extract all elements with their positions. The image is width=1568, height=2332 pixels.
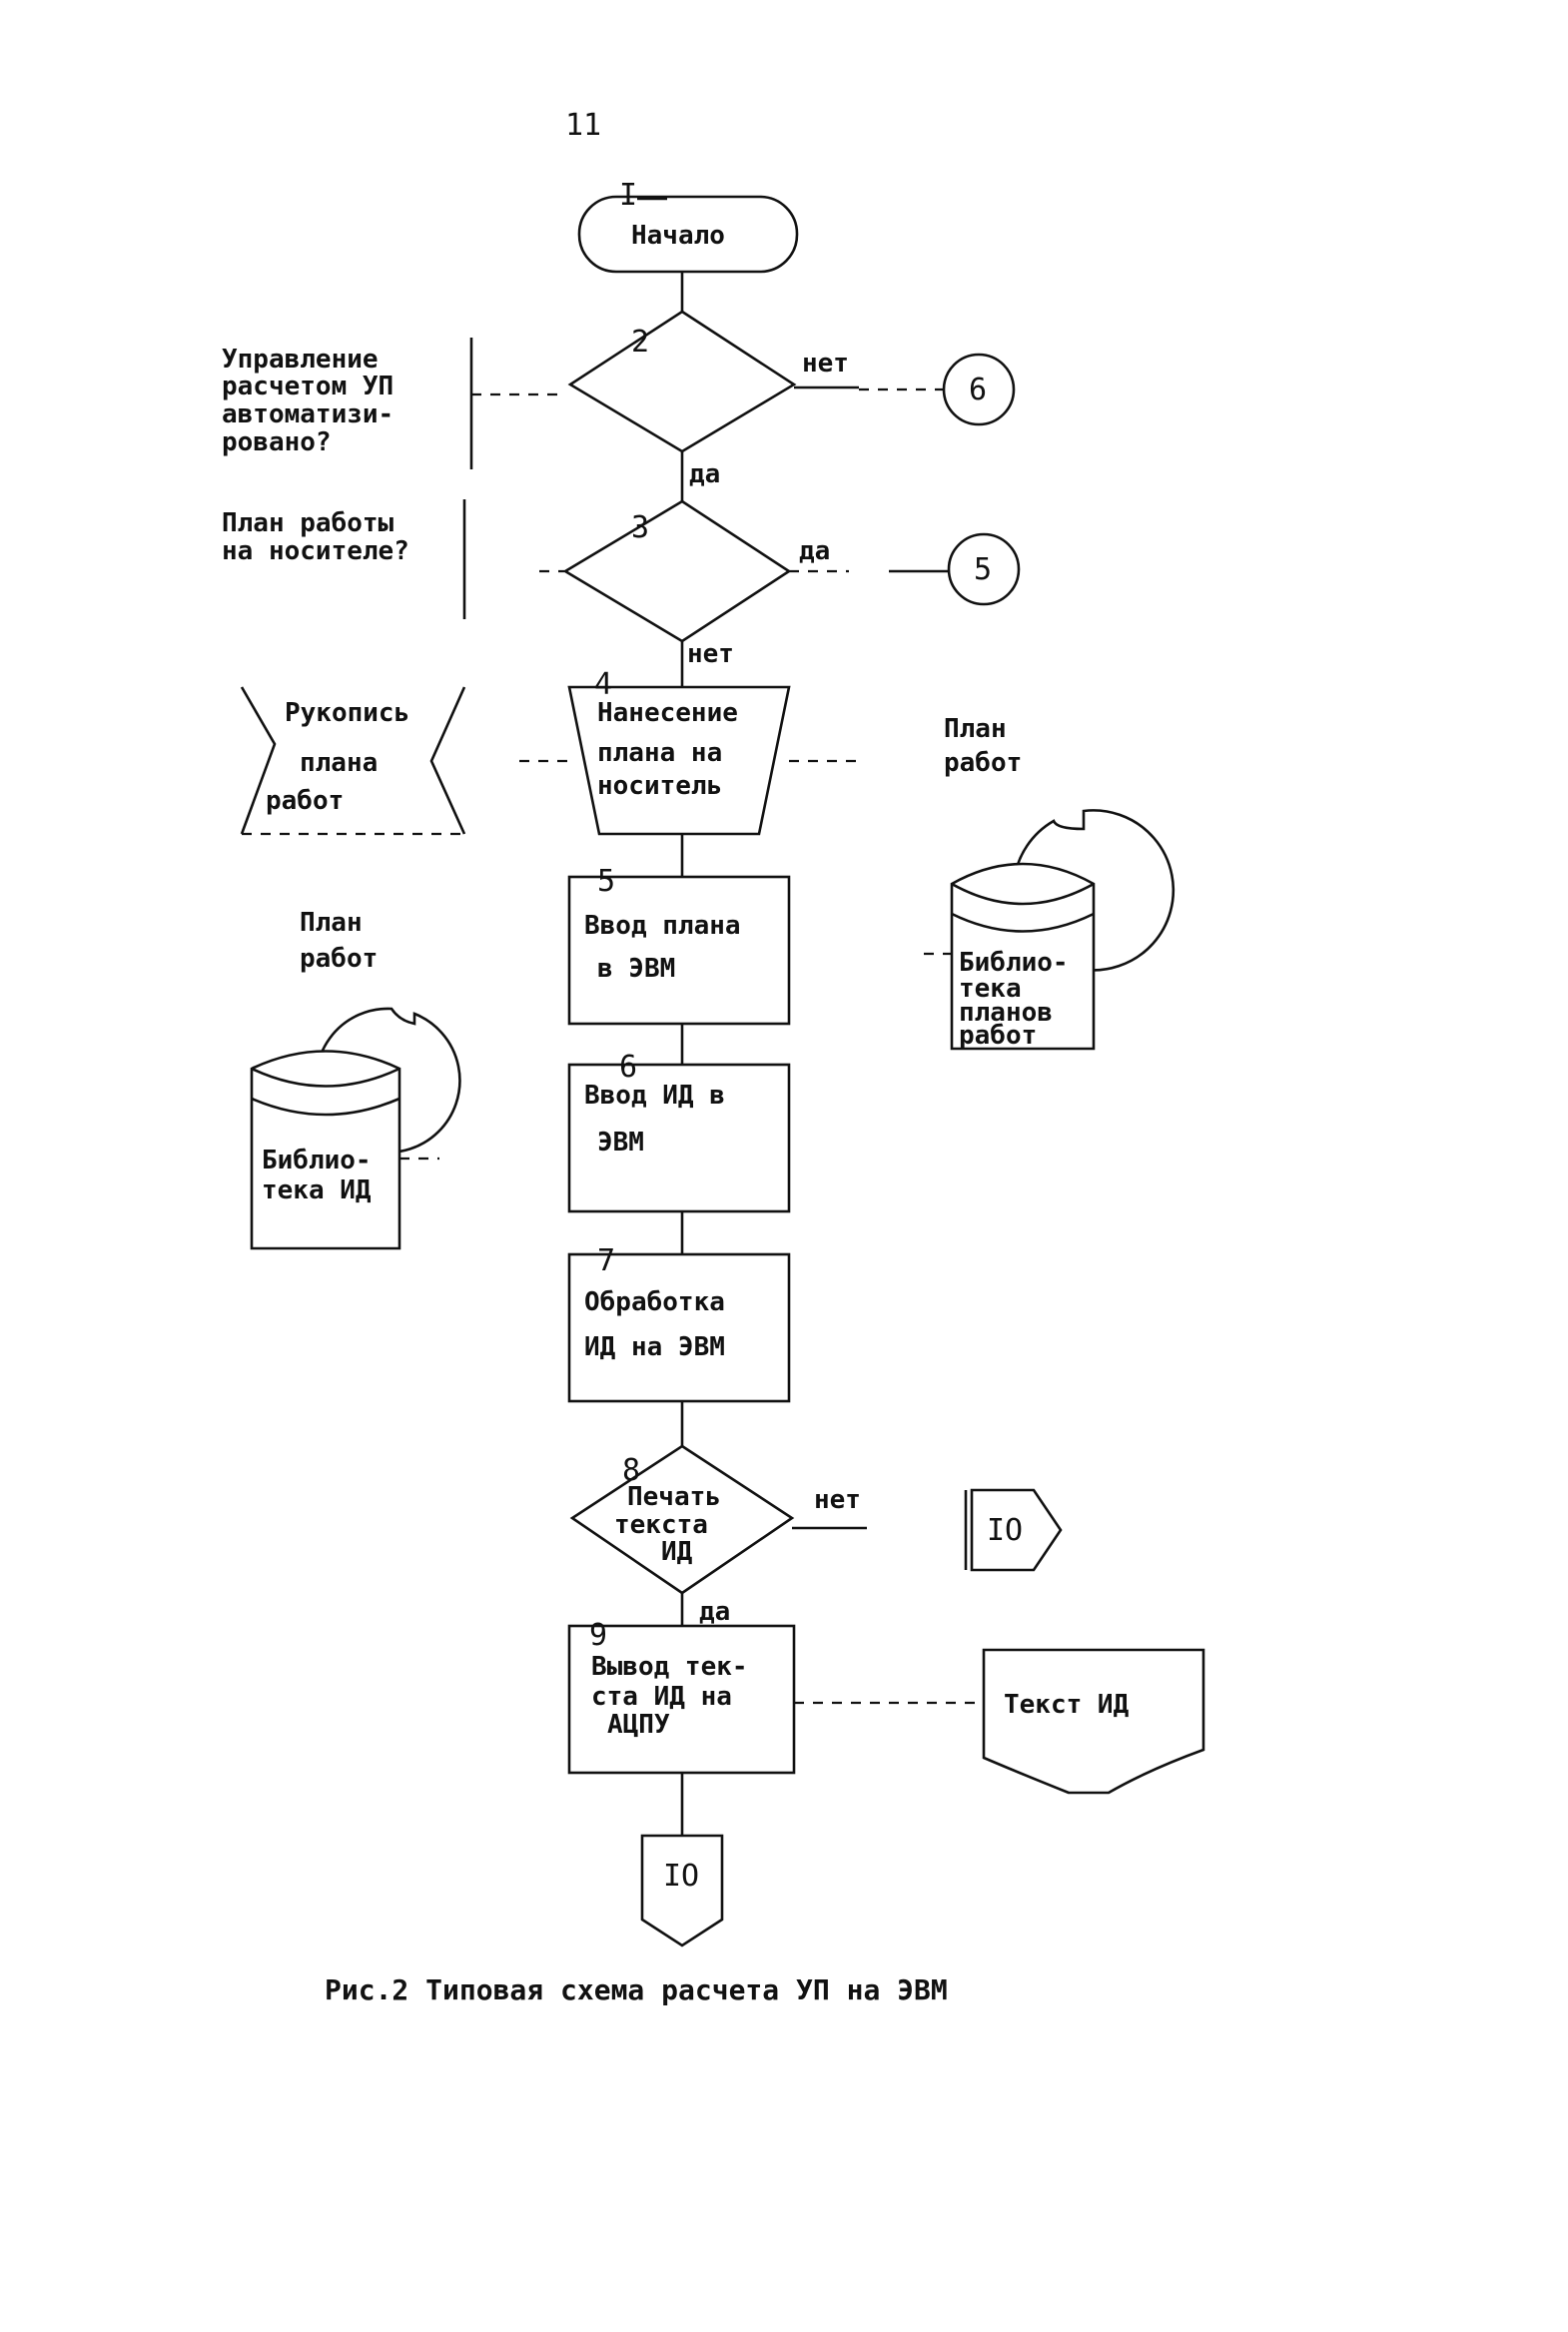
library-plans-line-4: работ: [959, 1021, 1037, 1051]
document-text-id-label: Текст ИД: [1004, 1690, 1130, 1720]
block-apply-plan-line-3: носитель: [597, 771, 722, 801]
block-process-id-number: 7: [597, 1243, 615, 1278]
block-output-line-3: АЦПУ: [607, 1710, 670, 1740]
block-output-text: 9 Вывод тек- ста ИД на АЦПУ: [567, 1618, 984, 1775]
block-process-id-line-1: Обработка: [584, 1287, 725, 1317]
decision-plan-yes-label: да: [799, 536, 830, 566]
decision-print-number: 8: [622, 1453, 640, 1488]
plan-right-line-1: План: [944, 714, 1007, 744]
connector-5: 5: [974, 552, 992, 587]
block-output-number: 9: [589, 1618, 607, 1653]
block-output-line-1: Вывод тек-: [591, 1652, 748, 1682]
block-output-line-2: ста ИД на: [591, 1682, 732, 1712]
block-start: I Начало: [577, 178, 799, 274]
library-id: Библио- тека ИД: [250, 1050, 439, 1250]
document-text-id: Текст ИД: [982, 1648, 1205, 1795]
comment-automated-line-4: ровано?: [222, 427, 332, 457]
plan-left-line-2: работ: [300, 944, 378, 974]
library-id-line-2: тека ИД: [262, 1175, 372, 1205]
offpage-connector-end-label: IO: [663, 1859, 699, 1894]
comment-automated-line-2: расчетом УП: [222, 372, 393, 401]
comment-plan-line-1: План работы: [222, 508, 394, 538]
block-apply-plan-line-2: плана на: [597, 738, 722, 768]
block-input-plan-number: 5: [597, 864, 615, 899]
manuscript-line-3: работ: [266, 786, 344, 816]
manuscript-line-2: плана: [300, 748, 378, 778]
comment-automated-line-1: Управление: [222, 345, 379, 375]
connector-6: 6: [969, 373, 987, 407]
decision-print-text: 8 Печать текста ИД нет да IO: [569, 1444, 1063, 1627]
library-plans-line-2: тека: [959, 974, 1022, 1004]
block-apply-plan-line-1: Нанесение: [597, 698, 738, 728]
library-plans-line-1: Библио-: [959, 948, 1069, 978]
manuscript-line-1: Рукопись: [285, 698, 409, 728]
decision-automated-number: 2: [631, 325, 649, 360]
decision-plan-on-media: 3 да нет 5 План работы на носителе?: [222, 499, 1021, 669]
decision-automated-yes-label: да: [689, 459, 720, 489]
decision-plan-no-label: нет: [687, 639, 734, 669]
block-input-id-number: 6: [619, 1050, 637, 1085]
decision-print-yes-label: да: [699, 1597, 730, 1627]
block-apply-plan: 4 Нанесение плана на носитель: [519, 667, 859, 836]
plan-left-line-1: План: [300, 908, 363, 938]
decision-print-line-1: Печать: [627, 1482, 721, 1512]
decision-print-line-2: текста: [614, 1510, 708, 1540]
block-input-id-line-2: ЭВМ: [597, 1128, 644, 1158]
page-number: 11: [565, 108, 601, 143]
figure-caption: Рис.2 Типовая схема расчета УП на ЭВМ: [325, 1973, 948, 2006]
block-process-id: 7 Обработка ИД на ЭВМ: [567, 1243, 791, 1403]
block-process-id-line-2: ИД на ЭВМ: [584, 1332, 725, 1362]
decision-plan-number: 3: [631, 510, 649, 545]
manuscript-plan: Рукопись плана работ: [240, 686, 466, 836]
plan-right-line-2: работ: [944, 748, 1022, 778]
library-id-line-1: Библио-: [262, 1146, 372, 1175]
library-plans-line-3: планов: [959, 998, 1053, 1028]
block-input-plan-line-1: Ввод плана: [584, 911, 741, 941]
library-plans: Библио- тека планов работ: [924, 862, 1096, 1051]
offpage-connector-right: IO: [987, 1513, 1023, 1548]
block-input-plan: 5 Ввод плана в ЭВМ: [567, 864, 791, 1026]
comment-automated-line-3: автоматизи-: [222, 399, 393, 429]
block-apply-plan-number: 4: [594, 667, 612, 702]
offpage-connector-end: IO: [640, 1834, 724, 1947]
block-input-plan-line-2: в ЭВМ: [597, 954, 675, 984]
block-input-id: 6 Ввод ИД в ЭВМ: [567, 1050, 791, 1213]
comment-plan-line-2: на носителе?: [222, 536, 409, 566]
decision-automated-no-label: нет: [802, 349, 849, 379]
decision-print-line-3: ИД: [661, 1537, 693, 1567]
decision-print-no-label: нет: [814, 1485, 861, 1515]
block-start-number: I: [619, 178, 637, 213]
block-start-label: Начало: [631, 221, 725, 251]
decision-automated: 2 нет да 6 Управление расчетом УП автома…: [222, 310, 1016, 489]
block-input-id-line-1: Ввод ИД в: [584, 1081, 725, 1111]
